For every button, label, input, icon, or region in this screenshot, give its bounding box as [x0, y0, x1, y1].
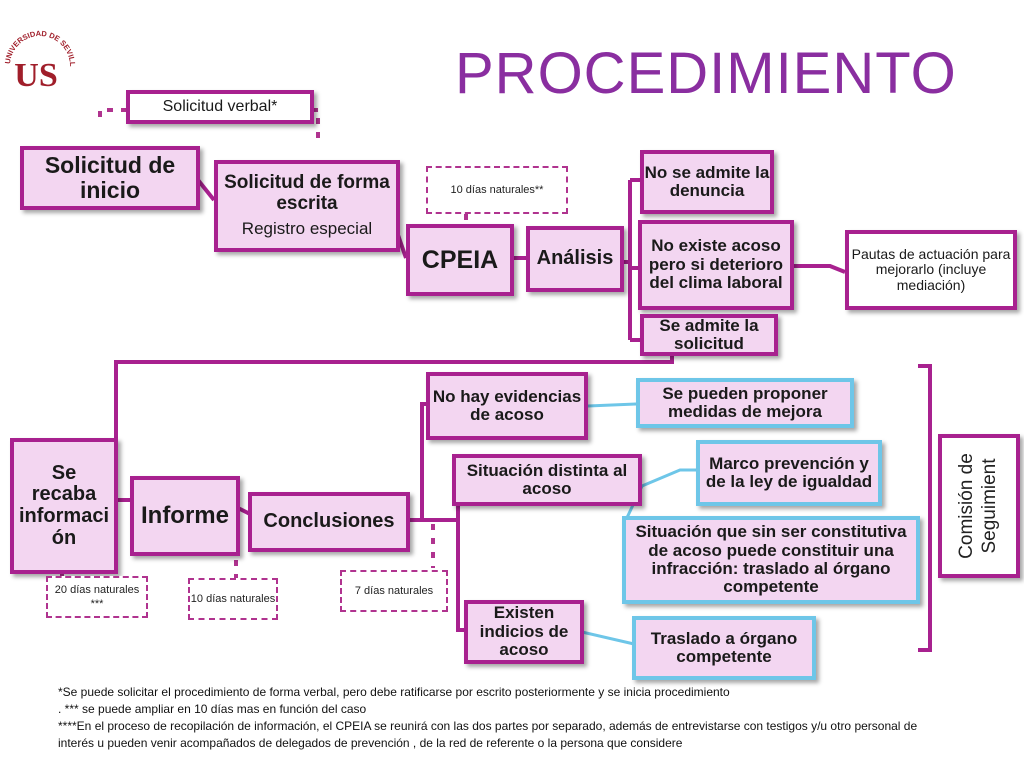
footnote-2: . *** se puede ampliar en 10 días mas en…	[58, 702, 367, 716]
footnote-4: interés u pueden venir acompañados de de…	[58, 736, 683, 750]
marco-prevencion-box: Marco prevención y de la ley de igualdad	[696, 440, 882, 506]
connector-verbal-dashed	[98, 108, 320, 145]
connector-nohay-proponer	[587, 402, 637, 408]
cpeia-box: CPEIA	[406, 224, 514, 296]
connector-situacion-marco	[641, 468, 696, 488]
informe-box: Informe	[130, 476, 240, 556]
proponer-medidas-box: Se pueden proponer medidas de mejora	[636, 378, 854, 428]
se-admite-box: Se admite la solicitud	[640, 314, 778, 356]
connector-inicio-escrita	[196, 178, 216, 202]
svg-text:US: US	[14, 57, 57, 94]
existen-indicios-box: Existen indicios de acoso	[464, 600, 584, 664]
no-existe-acoso-box: No existe acoso pero si deterioro del cl…	[638, 220, 794, 310]
footnote-3: ****En el proceso de recopilación de inf…	[58, 719, 918, 733]
connector-bracket	[918, 364, 932, 652]
traslado-organo-box: Traslado a órgano competente	[632, 616, 816, 680]
connector-noexiste-pautas	[792, 264, 846, 274]
connector-existen-traslado	[581, 630, 635, 646]
situacion-sin-ser-box: Situación que sin ser constitutiva de ac…	[622, 516, 920, 604]
connector-admite-recaba	[114, 345, 674, 440]
comision-seguimiento-box: Comisión de Seguimient	[938, 434, 1020, 578]
no-admite-box: No se admite la denuncia	[640, 150, 774, 214]
footnote-1: *Se puede solicitar el procedimiento de …	[58, 685, 730, 699]
page-title: PROCEDIMIENTO	[455, 41, 957, 106]
situacion-distinta-box: Situación distinta al acoso	[452, 454, 642, 506]
plazo-10-dias-bottom: 10 días naturales	[188, 578, 278, 620]
university-logo: UNIVERSIDAD DE SEVILLA US	[0, 20, 77, 94]
plazo-10-dias-top: 10 días naturales**	[426, 166, 568, 214]
solicitud-escrita-box: Solicitud de forma escrita Registro espe…	[214, 160, 400, 252]
conclusiones-box: Conclusiones	[248, 492, 410, 552]
connector-analisis-branches	[622, 178, 640, 342]
plazo-7-dias: 7 días naturales	[340, 570, 448, 612]
pautas-actuacion-box: Pautas de actuación para mejorarlo (incl…	[845, 230, 1017, 310]
plazo-20-dias: 20 días naturales ***	[46, 576, 148, 618]
solicitud-inicio-box: Solicitud de inicio	[20, 146, 200, 210]
analisis-box: Análisis	[526, 226, 624, 292]
footnotes: *Se puede solicitar el procedimiento de …	[58, 684, 1018, 752]
solicitud-verbal-box: Solicitud verbal*	[126, 90, 314, 124]
no-hay-evidencias-box: No hay evidencias de acoso	[426, 372, 588, 440]
se-recaba-informacion-box: Se recaba informaci ón	[10, 438, 118, 574]
